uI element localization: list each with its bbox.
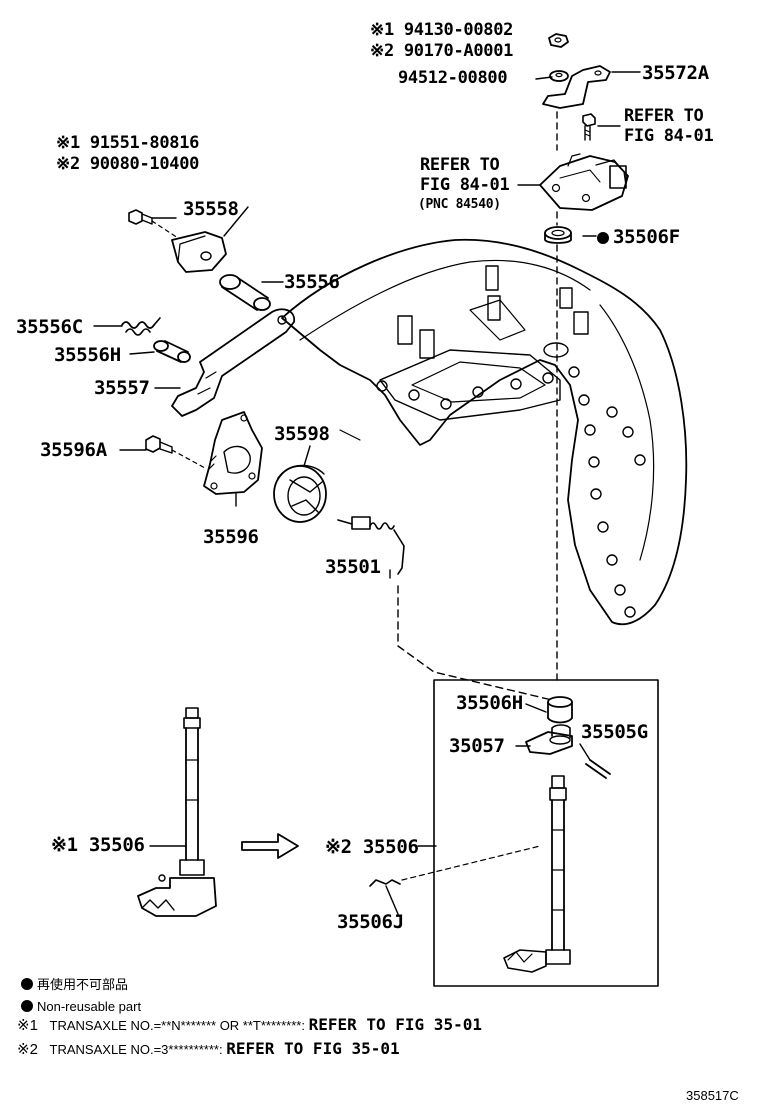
label-35558: 35558 xyxy=(183,198,239,220)
collar-35506H xyxy=(547,696,573,724)
label-35556C: 35556C xyxy=(16,316,83,338)
label-90080: ※2 90080-10400 xyxy=(56,154,200,174)
bracket-35572A xyxy=(542,65,611,109)
cover-35558 xyxy=(171,231,227,273)
label-fig-84-01-2: FIG 84-01 xyxy=(420,175,510,195)
label-pnc-84540: (PNC 84540) xyxy=(418,197,501,212)
bolt-guide-line-2 xyxy=(171,449,206,469)
arrow-right xyxy=(241,833,299,859)
detent-35598 xyxy=(273,464,327,523)
shaft-35506-left xyxy=(137,707,217,917)
pin-guide-line xyxy=(401,845,541,881)
assembly-box xyxy=(433,679,659,987)
legend-jp: 再使用不可部品 xyxy=(21,977,128,993)
pin-35505G xyxy=(585,759,611,779)
label-35557: 35557 xyxy=(94,377,150,399)
bolt-guide-line xyxy=(151,220,179,239)
label-refer-to-2: REFER TO xyxy=(420,155,500,175)
legend-en-text: Non-reusable part xyxy=(37,999,142,1014)
figure-code: 358517C xyxy=(686,1088,739,1103)
oil-seal-35506F xyxy=(544,226,572,244)
label-fig-84-01-1: FIG 84-01 xyxy=(624,126,714,146)
neutral-switch xyxy=(539,153,629,211)
note-2: ※2 TRANSAXLE NO.=3**********: REFER TO F… xyxy=(17,1041,400,1058)
legend-jp-text: 再使用不可部品 xyxy=(37,977,129,992)
lever-35557 xyxy=(171,308,295,417)
label-35596A: 35596A xyxy=(40,439,107,461)
label-35598: 35598 xyxy=(274,423,330,445)
label-35556H: 35556H xyxy=(54,344,121,366)
plate-35596 xyxy=(203,411,263,495)
label-35506F: 35506F xyxy=(597,227,680,248)
note-2-prefix: ※2 xyxy=(17,1041,38,1058)
cable-35501 xyxy=(337,516,405,575)
bolt-35596A xyxy=(145,435,173,454)
label-90170: ※2 90170-A0001 xyxy=(370,41,514,61)
transaxle-housing xyxy=(281,238,688,626)
label-91551: ※1 91551-80816 xyxy=(56,133,200,153)
bolt-91551 xyxy=(128,209,153,225)
label-35506J: 35506J xyxy=(337,911,404,933)
label-35556: 35556 xyxy=(284,271,340,293)
non-reusable-dot-icon xyxy=(597,232,609,244)
label-35505G: 35505G xyxy=(581,721,648,743)
spring-35556C xyxy=(121,317,161,336)
label-35506-note1: ※1 35506 xyxy=(51,834,145,856)
label-35506-note2: ※2 35506 xyxy=(325,836,419,858)
note-2-ref: REFER TO FIG 35-01 xyxy=(226,1039,400,1058)
label-35506H: 35506H xyxy=(456,692,523,714)
legend-en: Non-reusable part xyxy=(21,999,141,1015)
nut-94130 xyxy=(548,33,569,48)
plate-35057 xyxy=(525,724,573,755)
pin-35556H xyxy=(153,340,191,363)
note-2-text: TRANSAXLE NO.=3**********: xyxy=(49,1042,223,1057)
label-35572A: 35572A xyxy=(642,62,709,84)
note-1-text: TRANSAXLE NO.=**N******* OR **T********: xyxy=(49,1018,305,1033)
leader-lines xyxy=(93,71,641,915)
pin-35506J xyxy=(369,879,401,887)
link-line xyxy=(397,585,553,701)
shaft-35506-right xyxy=(503,775,571,973)
label-94130: ※1 94130-00802 xyxy=(370,20,514,40)
label-35506F-text: 35506F xyxy=(613,226,680,248)
label-35057: 35057 xyxy=(449,735,505,757)
label-refer-to-1: REFER TO xyxy=(624,106,704,126)
note-1: ※1 TRANSAXLE NO.=**N******* OR **T******… xyxy=(17,1017,482,1034)
note-1-ref: REFER TO FIG 35-01 xyxy=(308,1015,482,1034)
non-reusable-dot-icon xyxy=(21,1000,33,1012)
washer-94512 xyxy=(549,70,569,82)
label-94512: 94512-00800 xyxy=(398,68,508,88)
bolt-refer-fig-84-01 xyxy=(582,113,596,141)
note-1-prefix: ※1 xyxy=(17,1017,38,1034)
non-reusable-dot-icon xyxy=(21,978,33,990)
pin-35556 xyxy=(219,274,271,311)
label-35501: 35501 xyxy=(325,556,381,578)
label-35596: 35596 xyxy=(203,526,259,548)
